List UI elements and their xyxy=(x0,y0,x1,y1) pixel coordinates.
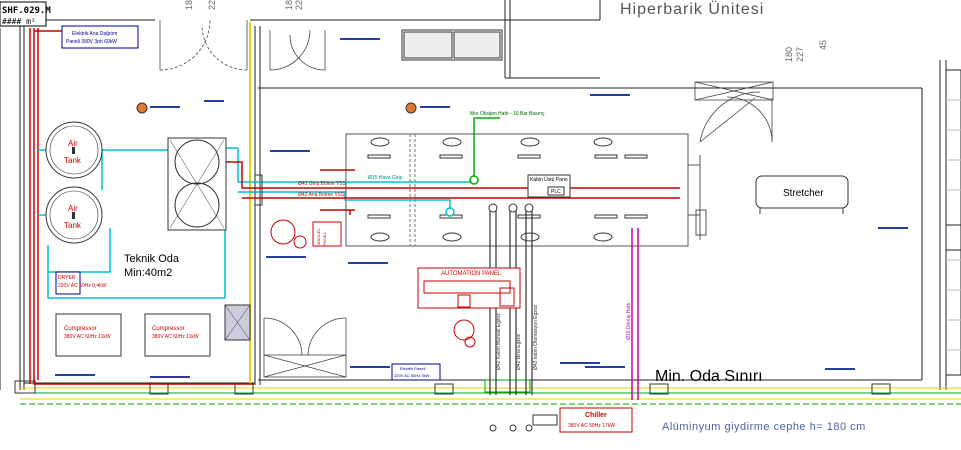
door-dim-2a: 180 xyxy=(284,0,294,10)
door-dimensions: 180 227 180 227 180 227 45 xyxy=(184,0,828,62)
min-room-boundary-label: Min. Oda Sınırı xyxy=(655,368,763,385)
electric-panel-small-line1: Elektrik Paneli xyxy=(400,366,425,371)
automation-panel-label: AUTOMATION PANEL xyxy=(441,271,502,277)
stretcher-label: Stretcher xyxy=(783,188,824,199)
manual-exhaust-label: Ø42 Kabin Manuel Egzoz xyxy=(496,313,502,370)
air-tank-bottom-line2: Tank xyxy=(64,221,82,230)
door-dim-3b: 227 xyxy=(795,47,805,62)
oxygen-outlet-label: Mor Oksijen Hattı - 16 Bar Basınç xyxy=(470,111,545,117)
dryer-label: DRYER xyxy=(58,275,76,281)
air-tank-top-line2: Tank xyxy=(64,156,82,165)
compressor-1-spec: 380V AC 60Hz 11kW xyxy=(64,334,111,340)
sheet-area: #### m² xyxy=(2,17,36,26)
electric-panel-small-line2: 220V AC 50Hz 3kW xyxy=(394,373,430,378)
electric-panel-small: Elektrik Paneli 220V AC 50Hz 3kW xyxy=(391,363,441,381)
return-line-label: Ø15 Dönüş Hattı xyxy=(626,303,632,340)
pipe-labels: Ø42 Giriş Bölme YSS Ø42 Ana Bölme YSS Ø1… xyxy=(298,111,545,198)
door-dim-1a: 180 xyxy=(184,0,194,10)
electric-panel-line2: Paneli 380V 3ph 60kW xyxy=(66,39,117,45)
air-tank-top-line1: Air xyxy=(68,139,78,148)
valves xyxy=(445,175,534,432)
top-cabinets xyxy=(401,29,503,61)
air-tank-bottom-line1: Air xyxy=(68,204,78,213)
dryer-spec: 220V AC 50Hz 0,4kW xyxy=(58,283,107,289)
manual-panel-line1: MANUEL xyxy=(316,228,321,245)
stretcher: Stretcher xyxy=(755,175,849,214)
pipes xyxy=(29,28,680,400)
door-dim-1b: 227 xyxy=(207,0,217,10)
control-panel-label: Kabin Üstü Pano xyxy=(530,176,568,183)
vertical-labels: Ø42 Kabin Manuel Egzoz Ø42 Bina Egzoz Ø4… xyxy=(496,303,632,370)
door-dim-3c: 45 xyxy=(818,40,828,50)
chiller-spec: 380V AC 50Hz 17kW xyxy=(568,423,615,429)
technical-room: Elektrik Ana Dağıtım Paneli 380V 3ph 60k… xyxy=(45,25,417,357)
frame-edges xyxy=(946,99,961,351)
compressor-2-label: Compressor xyxy=(152,326,185,332)
door-dim-3a: 180 xyxy=(784,47,794,62)
automation-exhaust-label: Ø42 kabin Otomasyon Egzoz xyxy=(533,304,539,370)
manual-panel-line2: PANEL xyxy=(322,231,327,245)
facade-note: Alüminyum giydirme cephe h= 180 cm xyxy=(662,421,866,433)
chiller: Chiller 380V AC 50Hz 17kW xyxy=(532,407,633,433)
o2-line-lower-label: Ø42 Ana Bölme YSS xyxy=(298,192,345,198)
chiller-label: Chiller xyxy=(585,412,607,419)
o2-line-upper-label: Ø42 Giriş Bölme YSS xyxy=(298,181,347,187)
hyperbaric-chamber xyxy=(345,133,707,247)
control-panel-box: Kabin Üstü Pano PLC xyxy=(527,174,571,198)
water-line-label: Ø15 Hava Giriş xyxy=(368,175,403,181)
door-dim-2b: 227 xyxy=(294,0,304,10)
automation-panel: AUTOMATION PANEL xyxy=(417,267,521,309)
plc-label: PLC xyxy=(551,189,561,195)
compressor-1-label: Compressor xyxy=(64,326,97,332)
doors xyxy=(159,19,774,378)
operator-station: MANUEL PANEL xyxy=(270,219,476,348)
technical-room-label: Teknik Oda xyxy=(124,253,180,265)
electric-panel-line1: Elektrik Ana Dağıtım xyxy=(72,31,117,37)
hiperbarik-title: Hiperbarik Ünitesi xyxy=(620,0,764,18)
technical-room-min-area: Min:40m2 xyxy=(124,267,172,279)
building-exhaust-label: Ø42 Bina Egzoz xyxy=(516,333,522,370)
chamber-seats xyxy=(367,137,648,242)
sheet-code: SHF.029.M xyxy=(2,6,51,16)
compressor-2-spec: 380V AC 60Hz 11kW xyxy=(152,334,199,340)
annotation-marks xyxy=(55,38,908,378)
sheet-title-block: SHF.029.M #### m² xyxy=(0,1,51,27)
